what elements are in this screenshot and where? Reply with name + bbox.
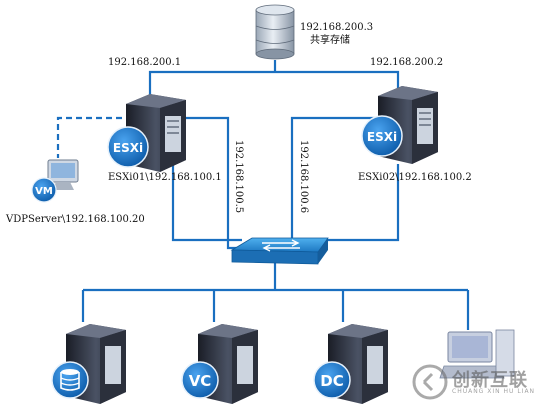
esxi01-badge-text: ESXi (113, 141, 143, 155)
vc-badge-text: VC (189, 372, 212, 390)
esxi02-badge-text: ESXi (367, 130, 397, 144)
dc-badge-text: DC (320, 372, 343, 390)
link-esxi02-switch (316, 164, 400, 242)
vdp-label: VDPServer\192.168.100.20 (6, 214, 145, 225)
storage-ip-label: 192.168.200.3 (300, 22, 374, 33)
watermark: 创新互联 CHUANG XIN HU LIAN (412, 364, 542, 400)
vdp-badge-text: VM (35, 186, 53, 197)
bottom-server-1-icon (66, 324, 126, 404)
dc-badge-icon: DC (313, 361, 351, 399)
database-icon (51, 361, 89, 399)
right-vmotion-ip-label: 192.168.100.6 (298, 140, 309, 214)
esxi02-label: ESXi02\192.168.100.2 (358, 172, 472, 183)
vdp-monitor-icon (47, 159, 79, 190)
esxi01-label: ESXi01\192.168.100.1 (108, 172, 222, 183)
storage-name-label: 共享存储 (310, 35, 350, 46)
watermark-logo-icon (412, 364, 448, 400)
link-vdp-dashed (56, 116, 122, 158)
esxi01-badge-icon: ESXi (107, 126, 149, 168)
vdp-badge-icon: VM (31, 177, 57, 203)
right-storage-ip-label: 192.168.200.2 (370, 57, 444, 68)
esxi02-badge-icon: ESXi (361, 115, 403, 157)
vc-badge-icon: VC (181, 361, 219, 399)
switch-icon (230, 237, 329, 265)
link-storage-bus (148, 70, 400, 104)
left-vmotion-ip-label: 192.168.100.5 (233, 140, 244, 214)
watermark-title: 创新互联 (452, 370, 528, 391)
watermark-subtitle: CHUANG XIN HU LIAN (452, 388, 536, 395)
left-storage-ip-label: 192.168.200.1 (108, 57, 182, 68)
link-esxi01-switch (171, 164, 242, 242)
links (56, 60, 470, 330)
shared-storage-icon (255, 4, 295, 60)
workstation-icon (439, 329, 515, 379)
